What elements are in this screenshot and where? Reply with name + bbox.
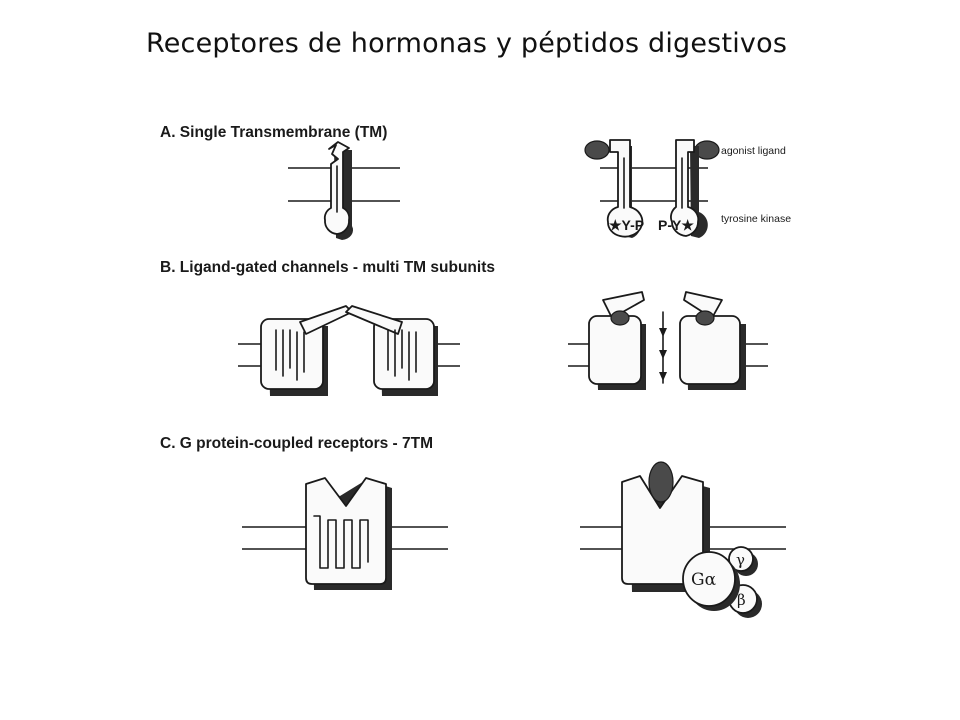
- ligand-gated-channel-closed: [238, 305, 460, 396]
- g-alpha-subunit: [682, 551, 736, 607]
- gpcr-body: [305, 477, 387, 585]
- g-beta-label: β: [737, 591, 746, 609]
- section-a-label: A. Single Transmembrane (TM): [160, 124, 387, 141]
- tyrosine-kinase-label: tyrosine kinase: [721, 213, 791, 225]
- g-alpha-label: Gα: [691, 570, 717, 590]
- section-c-label: C. G protein-coupled receptors - 7TM: [160, 435, 433, 452]
- agonist-ligand: [584, 140, 610, 160]
- single-tm-receptor-unbound: [288, 141, 400, 240]
- g-gamma-subunit: [728, 546, 754, 572]
- g-gamma-label: γ: [736, 551, 745, 569]
- gpcr-unbound: [242, 477, 448, 590]
- agonist-ligand: [648, 461, 674, 503]
- channel-subunit-right: [679, 315, 741, 385]
- ion-flow-arrows: [659, 311, 667, 384]
- channel-subunit-left: [588, 315, 642, 385]
- single-tm-receptor-dimer: ★Y-P P-Y★ agonist ligand tyrosine kinase: [584, 139, 791, 238]
- gpcr-bound-g-protein: Gα γ β: [580, 461, 786, 618]
- phospho-label-right: P-Y★: [658, 217, 694, 233]
- agonist-ligand-label: agonist ligand: [721, 145, 786, 157]
- agonist-ligand: [610, 310, 630, 326]
- phospho-label-left: ★Y-P: [609, 217, 644, 233]
- section-b-label: B. Ligand-gated channels - multi TM subu…: [160, 259, 495, 276]
- slide-title: Receptores de hormonas y péptidos digest…: [146, 28, 788, 59]
- agonist-ligand: [695, 310, 715, 326]
- ligand-gated-channel-open: [568, 291, 768, 390]
- channel-subunit-right: [373, 318, 435, 390]
